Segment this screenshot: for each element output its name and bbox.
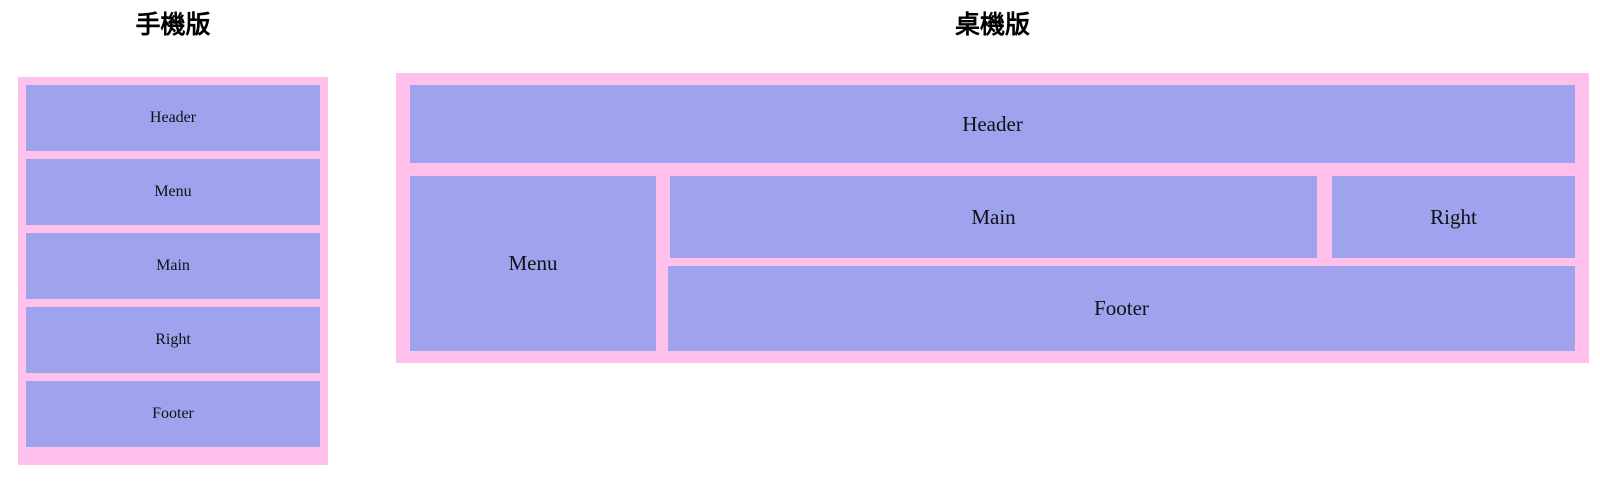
mobile-block-header-label: Header: [149, 109, 197, 126]
mobile-block-footer-label: Footer: [152, 405, 194, 422]
desktop-block-menu[interactable]: Menu: [410, 176, 656, 351]
desktop-block-right[interactable]: Right: [1332, 176, 1575, 258]
mobile-layout-title: 手機版: [135, 10, 211, 39]
desktop-block-right-label: Right: [1430, 204, 1477, 229]
desktop-block-header-label: Header: [962, 111, 1023, 136]
desktop-block-menu-label: Menu: [508, 251, 558, 275]
desktop-layout-title: 桌機版: [954, 10, 1030, 39]
desktop-block-main-label: Main: [971, 204, 1016, 229]
desktop-block-footer-label: Footer: [1094, 296, 1149, 320]
desktop-layout-frame: Header Menu Main Right Footer: [396, 73, 1589, 363]
desktop-block-header[interactable]: Header: [410, 85, 1575, 163]
mobile-block-main[interactable]: Main: [26, 233, 320, 299]
mobile-block-footer[interactable]: Footer: [26, 381, 320, 447]
mobile-block-menu[interactable]: Menu: [26, 159, 320, 225]
desktop-block-footer[interactable]: Footer: [668, 266, 1575, 351]
mobile-block-menu-label: Menu: [154, 183, 192, 200]
mobile-block-header[interactable]: Header: [26, 85, 320, 151]
mobile-block-right-label: Right: [155, 331, 191, 348]
mobile-block-main-label: Main: [156, 257, 190, 274]
mobile-block-right[interactable]: Right: [26, 307, 320, 373]
mobile-layout-frame: Header Menu Main Right Footer: [18, 77, 328, 465]
desktop-block-main[interactable]: Main: [670, 176, 1317, 258]
